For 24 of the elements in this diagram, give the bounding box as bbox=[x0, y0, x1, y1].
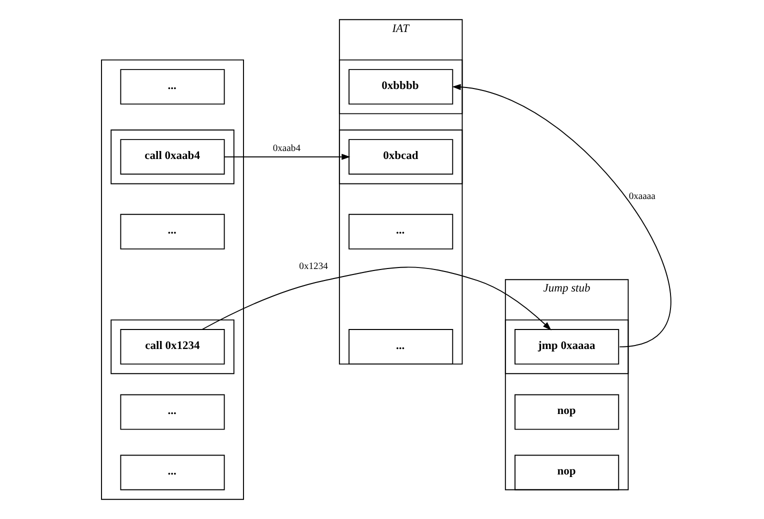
arrow bbox=[201, 266, 551, 330]
cluster bbox=[338, 130, 462, 184]
node-box: call 0x1234 bbox=[120, 329, 224, 365]
node-box: ... bbox=[120, 454, 224, 490]
node-box: ... bbox=[120, 214, 224, 250]
cluster bbox=[504, 319, 628, 374]
cluster bbox=[100, 59, 244, 500]
node-box: 0xbcad bbox=[348, 139, 453, 175]
node-box: ... bbox=[120, 394, 224, 430]
arrow bbox=[223, 154, 350, 160]
edge-label: 0x1234 bbox=[298, 261, 328, 272]
node-box: nop bbox=[514, 394, 619, 430]
arrow bbox=[452, 84, 671, 348]
node-box: ... bbox=[348, 214, 453, 250]
node-box: ... bbox=[120, 69, 224, 105]
edge-label: 0xaaaa bbox=[628, 191, 655, 202]
node-box: ... bbox=[348, 329, 453, 365]
cluster bbox=[110, 130, 234, 184]
node-box: nop bbox=[514, 454, 619, 490]
node-box: jmp 0xaaaa bbox=[514, 329, 619, 365]
edge-label: 0xaab4 bbox=[272, 143, 300, 154]
node-box: call 0xaab4 bbox=[120, 139, 224, 175]
cluster bbox=[110, 319, 234, 374]
node-box: 0xbbbb bbox=[348, 69, 453, 105]
